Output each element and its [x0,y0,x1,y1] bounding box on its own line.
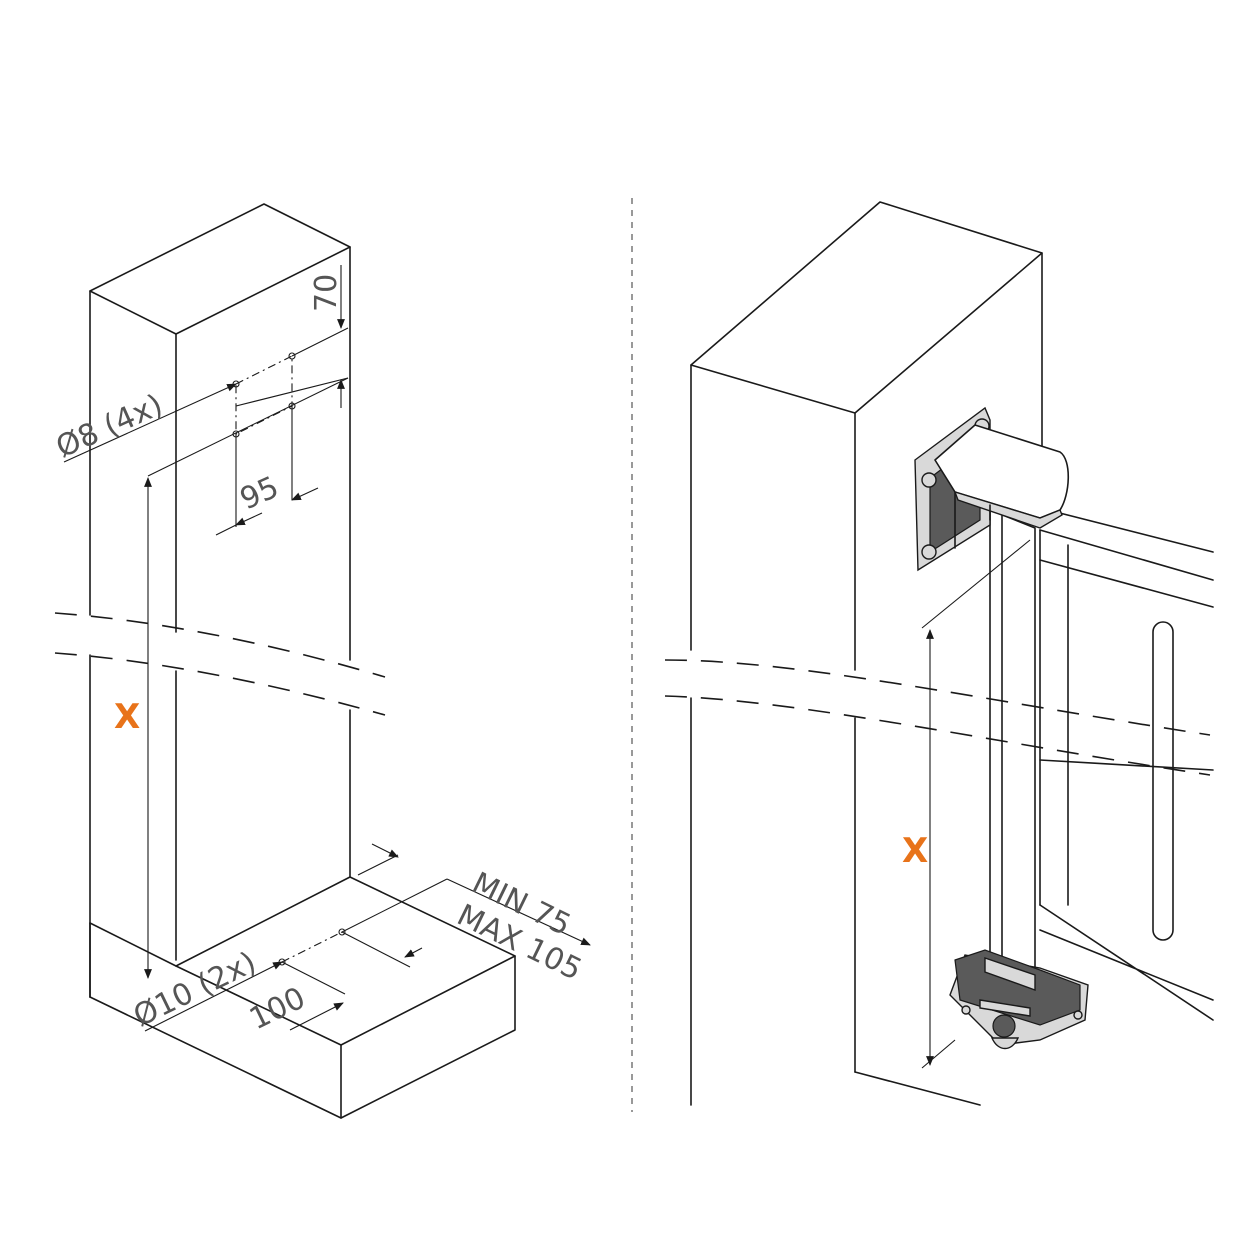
pillar2-base-line [854,1071,981,1106]
pillar-base-line [89,922,177,967]
gate-bar [1152,621,1174,941]
dim-arrow-minmax-1 [371,843,399,858]
slab-side-edges [89,955,516,1119]
top-hinge [914,406,1070,572]
label-95: 95 [235,470,284,518]
break2-line-lower [664,695,1211,776]
hole-pattern-rect [235,355,293,435]
gate-mid-rail [1039,759,1214,771]
break-line-lower [54,652,386,716]
extension-lines-95 [235,406,293,527]
dim-line-minmax [446,878,591,946]
motor-pivot-base [990,1037,1020,1050]
gate-top-rails [1039,507,1214,608]
motor-label-plate [979,999,1031,1017]
bottom-hole-centerline [281,931,343,963]
dim-95-stub [215,524,237,536]
dim-arrow-95-right [291,487,319,501]
leader-hole-top [63,383,237,463]
extension-lines-100 [281,931,411,995]
dim-arrow-95-left [235,512,263,526]
bottom-hole-dot [338,928,346,936]
pillar2-top-face [690,201,1043,414]
hinge-housing-bottom [953,490,1063,529]
hinge-arm [954,491,991,549]
dim-arrow-100-right [404,947,423,958]
bolt [1073,1010,1083,1020]
label-x-right: X [902,831,928,871]
right-pillar-drawing: X [664,201,1214,1106]
bolt [961,1005,971,1015]
label-x-left: X [114,697,140,737]
motor-pivot [992,1014,1016,1038]
bottom-motor [949,949,1089,1050]
hole-dot [288,352,296,360]
pillar-top-face [89,203,351,335]
break-line-upper [54,612,386,678]
leader-hole-bottom [144,961,283,1032]
dim-arrow-100-left [289,1002,344,1031]
gate-bottom-rails [1039,904,1214,1021]
extension-lines-minmax [341,854,448,933]
extension-line-x-top [147,377,349,477]
extension-lines-70 [235,327,349,407]
left-pillar-drawing: Ø8 (4x) 70 95 X Ø10 (2x) 100 [51,203,591,1119]
extension-line-x2-bottom [921,1039,956,1069]
bolt [921,472,937,488]
motor-post-socket [984,957,1036,991]
break2-line-upper [664,659,1211,736]
bolt [921,544,937,560]
label-hole-top: Ø8 (4x) [51,388,168,466]
top-holes-pattern [232,352,296,438]
extension-line-x2-top [921,539,1031,629]
label-70: 70 [309,274,344,312]
